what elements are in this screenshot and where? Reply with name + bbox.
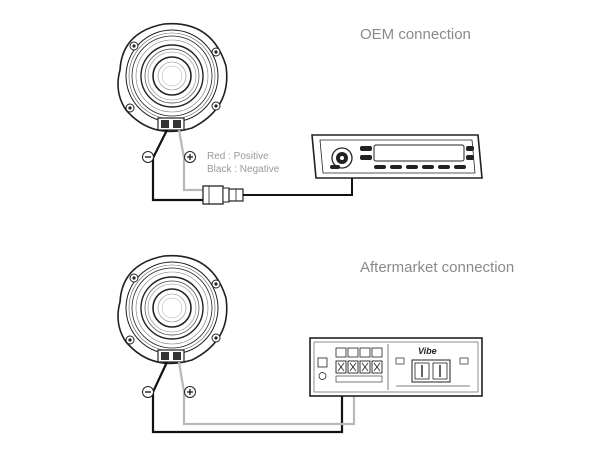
oem-title: OEM connection [360,26,471,43]
oem-negative-wire [151,129,203,202]
head-unit-icon [311,134,483,179]
aftermarket-positive-wire [177,361,356,426]
aftermarket-speaker-icon [117,254,228,365]
aftermarket-wiring [151,361,356,434]
oem-wiring [151,129,353,205]
aftermarket-negative-wire [151,361,344,434]
legend-black: Black : Negative [207,164,280,175]
amplifier-icon: Vibe [309,337,483,397]
oem-speaker-icon [117,22,228,133]
aftermarket-title: Aftermarket connection [360,259,514,276]
legend-red: Red : Positive [207,151,269,162]
amplifier-brand-logo: Vibe [418,346,437,356]
connector-icon [202,185,244,205]
minus-icon [142,151,154,163]
oem-positive-wire [177,129,203,192]
plus-icon [184,151,196,163]
minus-icon [142,386,154,398]
plus-icon [184,386,196,398]
oem-harness-wire [243,178,353,196]
amplifier-input-terminals [335,347,383,383]
